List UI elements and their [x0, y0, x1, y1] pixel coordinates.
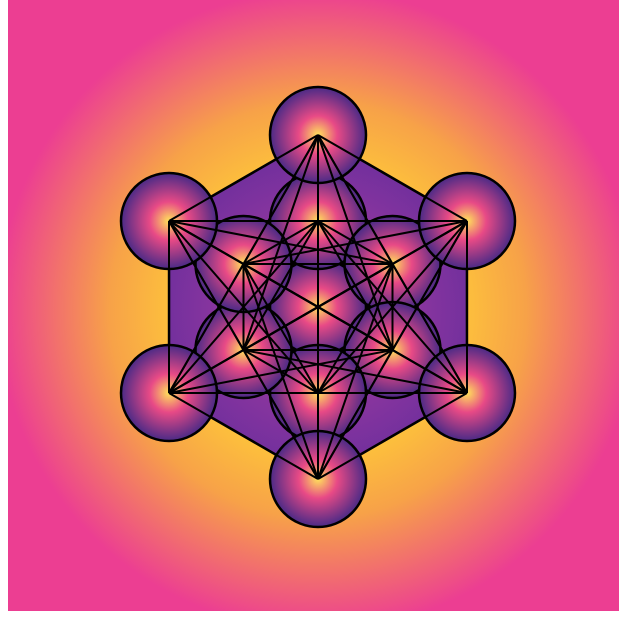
metatrons-cube-artwork [8, 0, 619, 611]
